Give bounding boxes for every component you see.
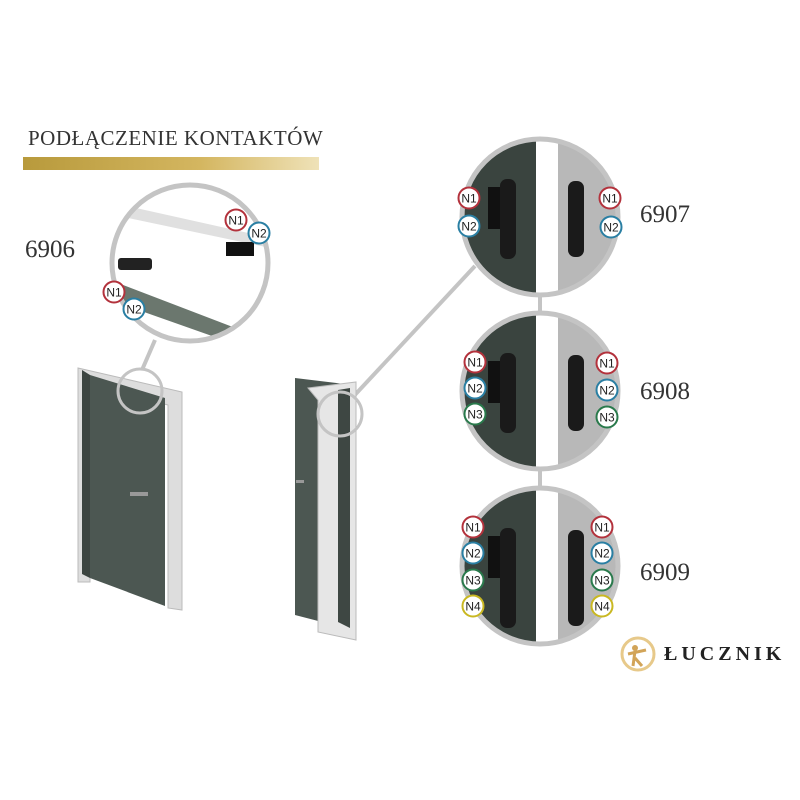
logo-text: ŁUCZNIK	[664, 642, 786, 665]
contact-badge-n1: N1	[590, 515, 614, 539]
contact-badge-n1: N1	[102, 280, 126, 304]
model-6909-label: 6909	[640, 559, 690, 586]
door-6906	[77, 367, 183, 611]
contact-badge-n2: N2	[247, 221, 271, 245]
contact-badge-n2: N2	[461, 541, 485, 565]
contact-badge-n3: N3	[595, 405, 619, 429]
model-6907-label: 6907	[640, 201, 690, 228]
contact-badge-n1: N1	[461, 515, 485, 539]
lucznik-logo: ŁUCZNIK	[620, 636, 785, 672]
contact-badge-n3: N3	[463, 402, 487, 426]
model-6908-label: 6908	[640, 378, 690, 405]
contact-badge-n2: N2	[463, 376, 487, 400]
door-6907	[295, 378, 357, 641]
zoom-circle-6909	[459, 485, 621, 647]
contact-badge-n2: N2	[457, 214, 481, 238]
contact-badge-n1: N1	[224, 208, 248, 232]
contact-badge-n1: N1	[457, 186, 481, 210]
contact-badge-n2: N2	[122, 297, 146, 321]
contact-badge-n2: N2	[599, 215, 623, 239]
title-underline	[23, 157, 319, 170]
zoom-circle-6907	[459, 136, 621, 298]
contact-badge-n2: N2	[590, 541, 614, 565]
model-6906-label: 6906	[25, 236, 75, 263]
contact-badge-n1: N1	[598, 186, 622, 210]
contact-badge-n3: N3	[461, 568, 485, 592]
contact-badge-n3: N3	[590, 568, 614, 592]
contact-badge-n2: N2	[595, 378, 619, 402]
page-title: PODŁĄCZENIE KONTAKTÓW	[28, 126, 324, 150]
contact-badge-n4: N4	[461, 594, 485, 618]
contact-badge-n4: N4	[590, 594, 614, 618]
archer-logo-icon	[620, 636, 656, 672]
contact-badge-n1: N1	[595, 351, 619, 375]
contact-badge-n1: N1	[463, 350, 487, 374]
